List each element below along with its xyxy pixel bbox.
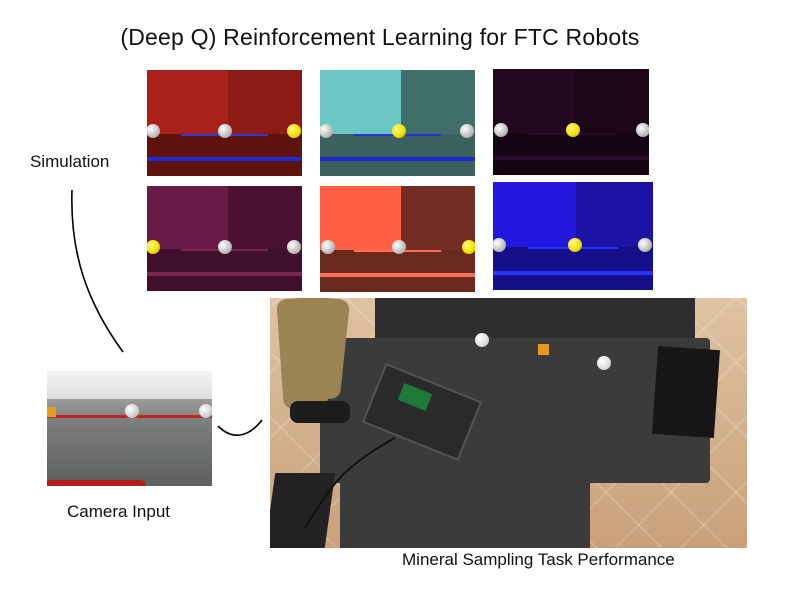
camera-floor [47,418,212,486]
sim-floor [147,133,302,176]
sim-wall-left [320,186,401,252]
simulation-tile [320,70,475,176]
sim-wall-left [493,69,575,135]
sim-gold-mineral [147,239,161,254]
camera-input-image [47,371,212,486]
page-title: (Deep Q) Reinforcement Learning for FTC … [120,24,640,50]
camera-mineral-cube [47,407,56,417]
sim-silver-mineral [635,123,649,138]
simulation-label: Simulation [30,152,110,171]
sim-floor [493,132,649,175]
sim-floor [493,246,653,290]
sim-silver-mineral [493,237,507,252]
photo-cable [304,437,396,529]
sim-gold-mineral [461,240,475,255]
sim-floor [320,249,475,292]
photo-person-shoe [290,401,350,423]
sim-silver-mineral [638,237,652,252]
sim-wall-right [400,186,475,252]
sim-silver-mineral [320,240,335,255]
sim-silver-mineral [493,123,508,138]
sim-silver-mineral [320,124,334,139]
photo-mineral-ball [597,356,611,370]
photo-mineral-ball [475,333,489,347]
task-performance-photo [270,298,747,548]
sim-gold-mineral [567,237,582,252]
simulation-tile [493,182,653,290]
sim-floor [320,133,475,176]
connector-simulation-to-camera [71,189,124,353]
sim-gold-mineral [287,124,302,139]
sim-silver-mineral [287,239,302,254]
simulation-tile [493,69,649,175]
simulation-tile [147,70,302,176]
sim-wall-left [320,70,401,136]
sim-wall-left [147,186,228,252]
performance-label: Mineral Sampling Task Performance [402,550,675,569]
sim-floor-stripe [320,156,475,161]
camera-input-label: Camera Input [67,502,170,521]
camera-robot-edge [47,480,146,486]
sim-floor-stripe [147,272,302,277]
sim-silver-mineral [147,124,161,139]
sim-gold-mineral [392,124,407,139]
sim-silver-mineral [460,124,475,139]
sim-gold-mineral [565,123,580,138]
simulation-tile [320,186,475,292]
photo-field-mat-corner [510,478,590,548]
sim-floor-stripe [493,270,653,275]
sim-wall-left [147,70,228,136]
sim-floor-stripe [147,156,302,161]
connector-camera-to-photo [217,419,263,436]
sim-floor [147,249,302,291]
camera-mineral-ball [125,404,139,418]
camera-mineral-ball [199,404,212,418]
sim-silver-mineral [217,239,232,254]
sim-wall-left [493,182,577,249]
sim-wall-right [574,69,649,135]
photo-mineral-cube [538,344,549,355]
sim-silver-mineral [217,124,232,139]
sim-floor-stripe [493,155,649,160]
simulation-tile [147,186,302,291]
sim-silver-mineral [392,240,407,255]
sim-floor-stripe [320,272,475,277]
